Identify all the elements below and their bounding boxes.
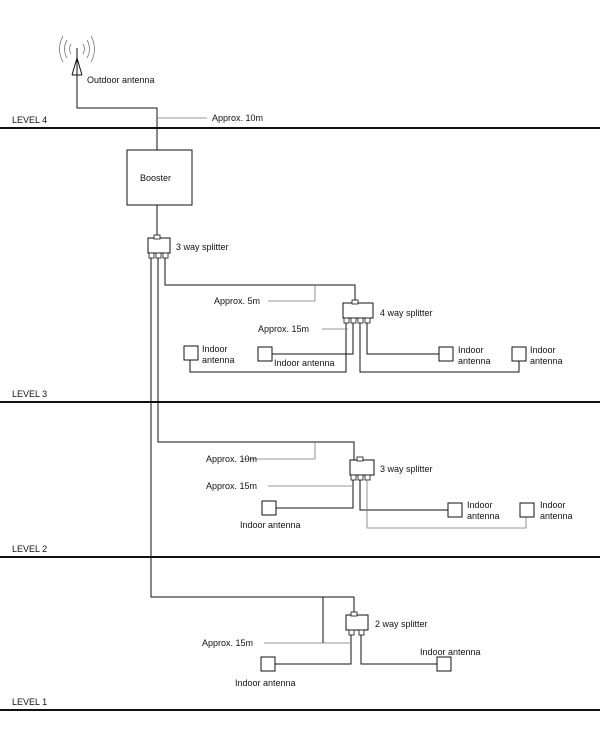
level1-splitter-label: 2 way splitter: [375, 619, 428, 629]
l3-indoor-antenna-b-label: Indoor antenna: [274, 358, 335, 368]
level1-splitter-icon: [345, 611, 369, 636]
l1-indoor-antenna-b-icon: [436, 656, 452, 672]
l3-drop-d: [359, 323, 520, 373]
outdoor-antenna-icon: [59, 35, 95, 76]
l3-drop-length-label: Approx. 15m: [258, 324, 309, 334]
l2-indoor-antenna-a-icon: [261, 500, 277, 516]
l1-drop-a: [275, 635, 352, 665]
l2-drop-c: [366, 480, 527, 529]
l2-indoor-antenna-c-icon: [519, 502, 535, 518]
l3-drop-a: [189, 323, 347, 373]
level3-splitter-label: 4 way splitter: [380, 308, 433, 318]
l1-drop-length-label: Approx. 15m: [202, 638, 253, 648]
l2-drop-b: [359, 480, 448, 511]
outdoor-antenna-label: Outdoor antenna: [87, 75, 155, 85]
level-4-label: LEVEL 4: [12, 115, 47, 125]
level-2-label: LEVEL 2: [12, 544, 47, 554]
l3-drop-b: [272, 323, 354, 355]
booster-label: Booster: [140, 173, 171, 183]
l1-indoor-antenna-a-icon: [260, 656, 276, 672]
l3-feed-length-label: Approx. 5m: [214, 296, 260, 306]
l2-indoor-antenna-a-label: Indoor antenna: [240, 520, 301, 530]
outdoor-cable: [76, 75, 158, 150]
l3-drop-c: [366, 323, 439, 355]
level-3-label: LEVEL 3: [12, 389, 47, 399]
l3-indoor-antenna-d-icon: [511, 346, 527, 362]
feed-to-level1: [150, 258, 355, 615]
l3-indoor-antenna-a-icon: [183, 345, 199, 361]
l2-drop-a: [276, 480, 354, 509]
l3-indoor-antenna-b-icon: [257, 346, 273, 362]
l1-indoor-antenna-a-label: Indoor antenna: [235, 678, 296, 688]
main-splitter-label: 3 way splitter: [176, 242, 229, 252]
l2-feed-length-label: Approx. 10m: [206, 454, 257, 464]
level2-splitter-icon: [349, 456, 375, 481]
booster-box: [126, 149, 193, 206]
outdoor-cable-length-label: Approx. 10m: [212, 113, 263, 123]
feed-to-level3: [164, 258, 356, 300]
l1-drop-b: [360, 635, 437, 665]
l1-indoor-antenna-b-label: Indoor antenna: [420, 647, 481, 657]
l2-indoor-antenna-b-icon: [447, 502, 463, 518]
l3-indoor-antenna-c-icon: [438, 346, 454, 362]
feed-to-level2: [157, 258, 355, 460]
level2-splitter-label: 3 way splitter: [380, 464, 433, 474]
main-splitter-icon: [147, 234, 171, 259]
level-1-label: LEVEL 1: [12, 697, 47, 707]
level3-splitter-icon: [342, 299, 374, 324]
l2-drop-length-label: Approx. 15m: [206, 481, 257, 491]
